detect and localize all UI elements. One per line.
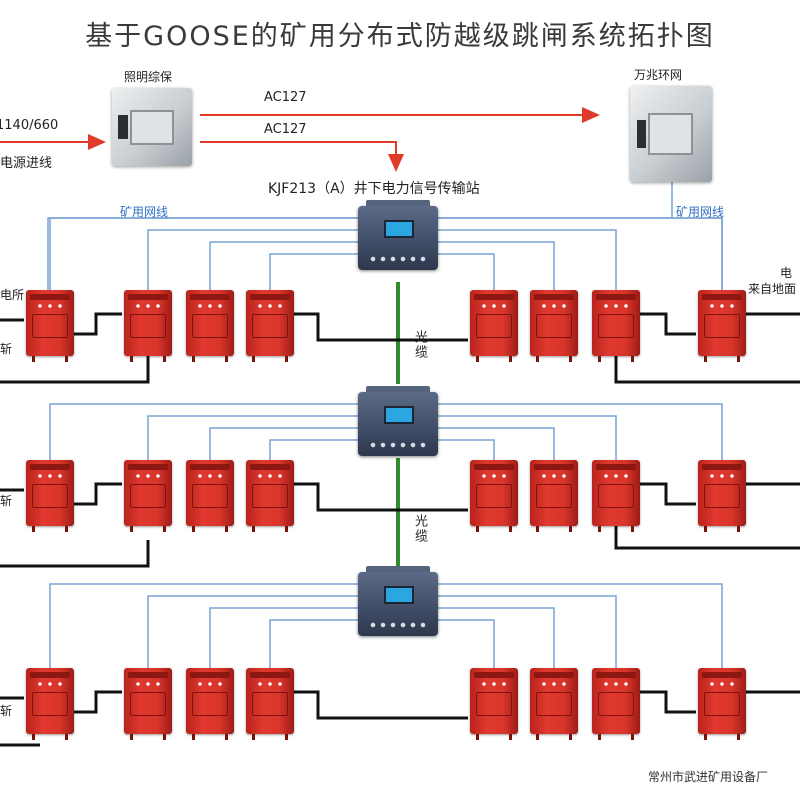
power-line-b-r1	[294, 312, 468, 342]
network-line-r3-c1	[49, 583, 358, 668]
network-line-r2-c1	[49, 403, 358, 460]
label-mine-network-right: 矿用网线	[676, 205, 725, 219]
switchgear-cabinet-r3-c1	[26, 668, 74, 740]
switchgear-cabinet-r1-c1	[26, 290, 74, 362]
label-power-inlet: 电源进线	[0, 156, 53, 171]
switchgear-cabinet-r3-c4	[246, 668, 294, 740]
label-ac127-mid: AC127	[264, 122, 307, 137]
network-line-r3-c3	[209, 607, 358, 668]
switchgear-cabinet-r2-c6	[530, 460, 578, 532]
switchgear-cabinet-r2-c3	[186, 460, 234, 532]
label-fiber-1: 光缆	[412, 330, 427, 360]
network-line-r1-c3	[209, 241, 358, 290]
network-line-r3-c8	[438, 583, 723, 668]
switchgear-cabinet-r3-c5	[470, 668, 518, 740]
feeder-left-1	[0, 356, 150, 384]
switchgear-cabinet-r1-c2	[124, 290, 172, 362]
power-line-b-r3	[294, 690, 468, 720]
switchgear-cabinet-r2-c7	[592, 460, 640, 532]
switchgear-cabinet-r1-c3	[186, 290, 234, 362]
network-line-r1-c7	[438, 229, 617, 290]
label-left-3: 斩	[0, 494, 13, 508]
network-line-top-right-drop	[672, 217, 723, 290]
switchgear-cabinet-r1-c6	[530, 290, 578, 362]
label-manufacturer: 常州市武进矿用设备厂	[648, 770, 769, 784]
label-ring-network: 万兆环网	[634, 68, 683, 82]
switchgear-cabinet-r2-c1	[26, 460, 74, 532]
feeder-left-2	[0, 540, 150, 568]
power-line-a-r2	[74, 482, 122, 506]
transmission-station-2	[358, 386, 438, 456]
switchgear-cabinet-r3-c2	[124, 668, 172, 740]
network-line-r3-c4	[269, 619, 358, 668]
network-line-r2-c8	[438, 403, 723, 460]
label-left-2: 斩	[0, 342, 13, 356]
switchgear-cabinet-r2-c8	[698, 460, 746, 532]
switchgear-cabinet-r3-c6	[530, 668, 578, 740]
label-left-1: 电所	[0, 288, 25, 302]
network-line-r3-c7	[438, 595, 617, 668]
network-line-r3-c2	[147, 595, 358, 668]
network-line-r2-c4	[269, 439, 358, 460]
switchgear-cabinet-r1-c5	[470, 290, 518, 362]
switchgear-cabinet-r1-c4	[246, 290, 294, 362]
ring-network-switch-box	[630, 86, 712, 182]
network-line-r1-c5	[438, 253, 495, 290]
switchgear-cabinet-r2-c5	[470, 460, 518, 532]
power-line-c-r2	[640, 482, 696, 506]
network-line-r2-c3	[209, 427, 358, 460]
label-right-power-2: 来自地面	[748, 282, 797, 296]
label-right-power-1: 电	[780, 266, 793, 280]
label-lighting-protector: 照明综保	[124, 70, 173, 84]
power-line-a-r3	[74, 690, 122, 714]
diagram-title: 基于GOOSE的矿用分布式防越级跳闸系统拓扑图	[85, 21, 715, 52]
label-voltage-input: 1140/660	[0, 118, 59, 133]
network-line-r1-c2	[147, 229, 358, 290]
network-line-r2-c2	[147, 415, 358, 460]
switchgear-cabinet-r2-c4	[246, 460, 294, 532]
network-line-top-left	[47, 217, 358, 290]
switchgear-cabinet-r3-c8	[698, 668, 746, 740]
power-line-c-r1	[640, 312, 696, 336]
switchgear-cabinet-r2-c2	[124, 460, 172, 532]
network-line-r1-c6	[438, 241, 555, 290]
transmission-station-3	[358, 566, 438, 636]
power-line-a-r1	[74, 312, 122, 336]
label-left-4: 斩	[0, 704, 13, 718]
network-line-r3-c5	[438, 619, 495, 668]
power-line-c-r3	[640, 690, 696, 714]
switchgear-cabinet-r1-c8	[698, 290, 746, 362]
network-line-r2-c6	[438, 427, 555, 460]
network-line-r2-c7	[438, 415, 617, 460]
transmission-station-1	[358, 200, 438, 270]
network-line-r3-c6	[438, 607, 555, 668]
switchgear-cabinet-r3-c7	[592, 668, 640, 740]
lighting-protector-box	[112, 88, 192, 166]
arrow-ac127-mid	[200, 141, 404, 172]
label-transmission-station: KJF213（A）井下电力信号传输站	[268, 181, 480, 197]
feeder-right-2	[614, 526, 800, 550]
network-line-r2-c5	[438, 439, 495, 460]
label-ac127-top: AC127	[264, 90, 307, 105]
label-mine-network-left: 矿用网线	[120, 205, 169, 219]
switchgear-cabinet-r3-c3	[186, 668, 234, 740]
power-line-b-r2	[294, 482, 468, 512]
feeder-right-1	[614, 356, 800, 384]
network-line-r1-c4	[269, 253, 358, 290]
label-fiber-2: 光缆	[412, 514, 427, 544]
switchgear-cabinet-r1-c7	[592, 290, 640, 362]
